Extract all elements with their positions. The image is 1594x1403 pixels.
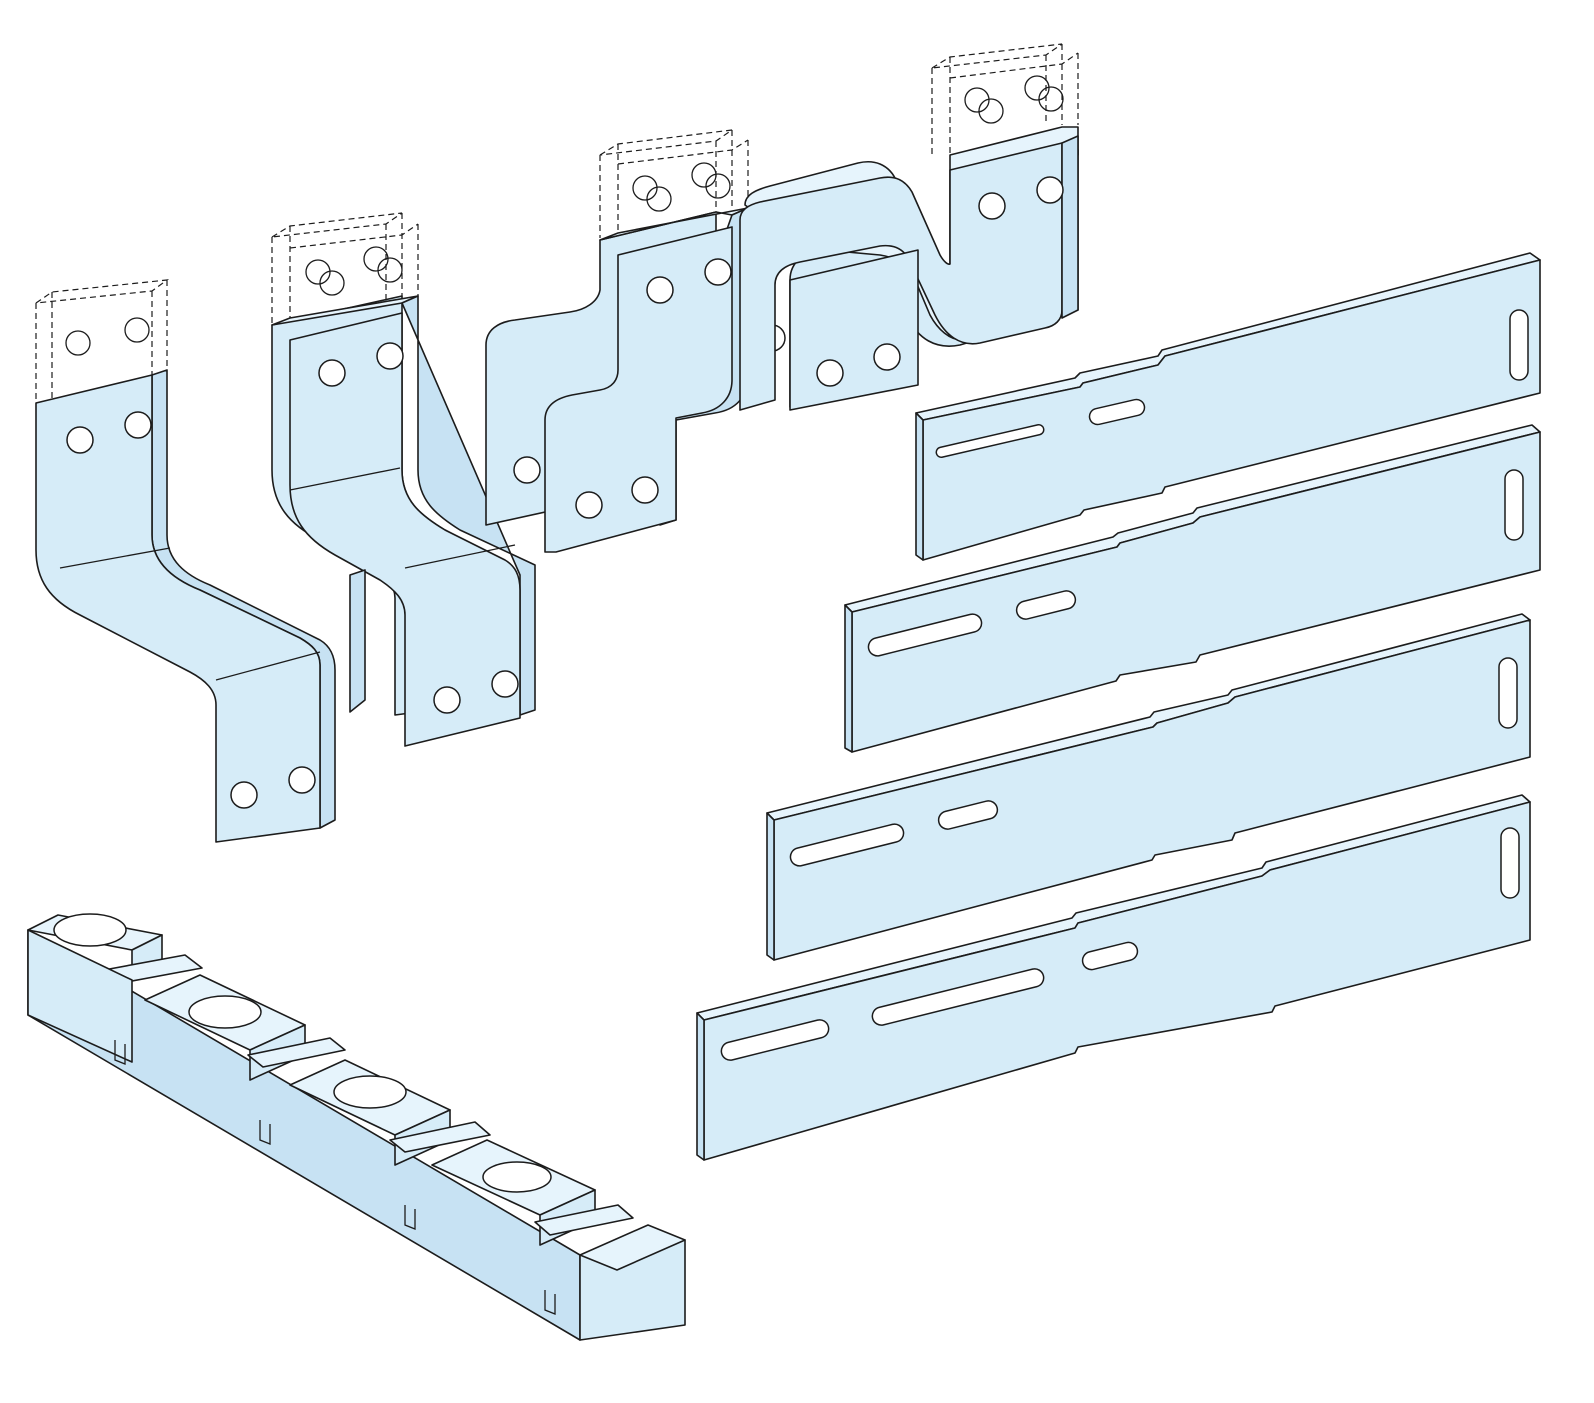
- mounting-hole: [376, 342, 404, 370]
- slot: [1509, 309, 1529, 381]
- support-bore: [53, 913, 127, 947]
- flat-bar-3: [766, 613, 1531, 961]
- mounting-hole: [646, 276, 674, 304]
- mounting-hole: [66, 426, 94, 454]
- mounting-hole: [491, 670, 519, 698]
- slot: [1504, 469, 1524, 541]
- dashed-terminal-outline: [35, 279, 170, 403]
- slot: [871, 968, 1045, 1026]
- mounting-hole: [816, 359, 844, 387]
- mounting-hole: [124, 411, 152, 439]
- slot: [1498, 657, 1518, 729]
- slot: [1015, 590, 1077, 620]
- flat-bar-2: [844, 424, 1541, 753]
- support-bore: [333, 1075, 407, 1109]
- slot: [1081, 941, 1139, 971]
- mounting-hole: [288, 766, 316, 794]
- support-bore: [188, 995, 262, 1029]
- slot: [720, 1019, 830, 1061]
- mounting-hole: [704, 258, 732, 286]
- mounting-hole: [433, 686, 461, 714]
- slot: [789, 823, 905, 867]
- mounting-hole: [978, 192, 1006, 220]
- connector-bar-1: [35, 279, 336, 843]
- dashed-terminal-outline: [599, 129, 749, 240]
- mounting-hole: [873, 343, 901, 371]
- slot: [1500, 827, 1520, 899]
- flat-bar-4: [696, 794, 1531, 1161]
- slot: [935, 424, 1045, 458]
- flat-bar-1: [915, 252, 1541, 561]
- mounting-hole: [575, 491, 603, 519]
- mounting-hole: [230, 781, 258, 809]
- mounting-hole: [1036, 176, 1064, 204]
- busbar-support: [27, 913, 686, 1341]
- mounting-hole: [318, 359, 346, 387]
- mounting-hole: [513, 456, 541, 484]
- mounting-hole: [631, 476, 659, 504]
- slot: [867, 613, 983, 657]
- dashed-terminal-outline: [931, 43, 1079, 155]
- dashed-terminal-outline: [271, 212, 419, 330]
- slot: [937, 800, 999, 830]
- connector-bar-2: [271, 212, 536, 747]
- support-bore: [482, 1161, 552, 1193]
- connector-bar-4: [739, 43, 1079, 411]
- slot: [1088, 398, 1146, 426]
